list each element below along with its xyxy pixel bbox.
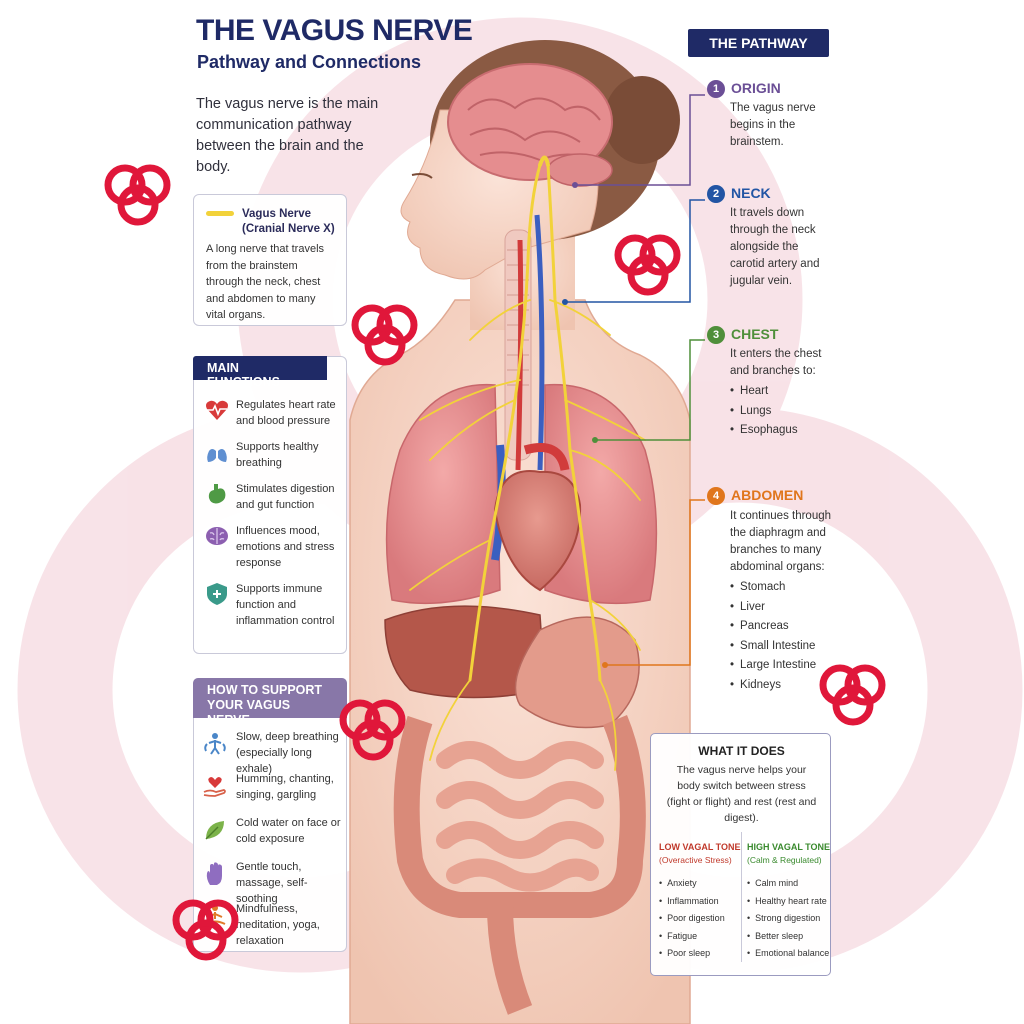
watermark-logo-icon — [351, 304, 418, 366]
list-item: Large Intestine — [730, 656, 816, 676]
support-text: Cold water on face or cold exposure — [236, 817, 341, 845]
list-item: Emotional balance — [747, 945, 833, 963]
page-title: THE VAGUS NERVE — [196, 14, 473, 47]
watermark-logo-icon — [339, 699, 406, 761]
support-text: Gentle touch, massage, self-soothing — [236, 861, 308, 905]
pathway-header: THE PATHWAY — [688, 29, 829, 57]
hand-icon — [206, 862, 222, 885]
low-vagal-tone-column: LOW VAGAL TONE (Overactive Stress) Anxie… — [659, 842, 745, 963]
list-item: Strong digestion — [747, 910, 833, 928]
what-it-does-card: WHAT IT DOES The vagus nerve helps your … — [650, 733, 831, 976]
high-tone-title: HIGH VAGAL TONE — [747, 842, 831, 852]
step-text-abdomen: It continues through the diaphragm and b… — [730, 510, 832, 573]
vagus-legend-name: Vagus Nerve (Cranial Nerve X) — [242, 207, 335, 237]
shield-icon — [207, 583, 227, 605]
vagus-legend-name-line2: (Cranial Nerve X) — [242, 223, 335, 235]
breathing-person-icon — [204, 733, 226, 755]
page-subtitle: Pathway and Connections — [197, 52, 422, 72]
brain-icon — [206, 527, 228, 545]
list-item: Esophagus — [730, 421, 798, 441]
step-number: 3 — [707, 326, 725, 344]
heart-pulse-icon — [206, 400, 228, 420]
head-illustration — [400, 40, 680, 280]
list-item: Fatigue — [659, 928, 745, 946]
function-text: Stimulates digestion and gut function — [236, 483, 335, 511]
low-tone-list: Anxiety Inflammation Poor digestion Fati… — [659, 875, 745, 963]
vagus-legend-name-line1: Vagus Nerve — [242, 208, 312, 220]
watermark-logo-icon — [104, 164, 171, 226]
step-text-origin: The vagus nerve begins in the brainstem. — [730, 102, 816, 148]
support-header: HOW TO SUPPORT YOUR VAGUS NERVE — [193, 678, 347, 727]
step-title-origin: ORIGIN — [731, 80, 781, 96]
list-item: Heart — [730, 382, 798, 402]
chest-organ-list: Heart Lungs Esophagus — [730, 382, 798, 441]
list-item: Calm mind — [747, 875, 833, 893]
lungs-icon — [207, 443, 227, 462]
vagus-nerve-path — [409, 155, 646, 771]
function-text: Regulates heart rate and blood pressure — [236, 399, 336, 427]
what-it-does-title: WHAT IT DOES — [698, 744, 785, 758]
high-tone-list: Calm mind Healthy heart rate Strong dige… — [747, 875, 833, 963]
support-text: Slow, deep breathing (especially long ex… — [236, 731, 339, 775]
list-item: Stomach — [730, 578, 816, 598]
what-it-does-description: The vagus nerve helps your body switch b… — [666, 764, 817, 824]
list-item: Lungs — [730, 402, 798, 422]
main-functions-card: MAIN FUNCTIONS Regulates heart rate and … — [193, 356, 347, 654]
list-item: Anxiety — [659, 875, 745, 893]
support-text: Mindfulness, meditation, yoga, relaxatio… — [236, 903, 320, 947]
low-tone-title: LOW VAGAL TONE — [659, 842, 741, 852]
step-title-neck: NECK — [731, 185, 771, 201]
main-functions-header: MAIN FUNCTIONS — [193, 356, 327, 389]
function-text: Supports healthy breathing — [236, 441, 319, 469]
list-item: Pancreas — [730, 617, 816, 637]
step-title-chest: CHEST — [731, 326, 779, 342]
step-text-neck: It travels down through the neck alongsi… — [730, 207, 820, 287]
list-item: Poor sleep — [659, 945, 745, 963]
step-title-abdomen: ABDOMEN — [731, 487, 804, 503]
step-number: 1 — [707, 80, 725, 98]
list-item: Healthy heart rate — [747, 893, 833, 911]
heart-illustration — [493, 470, 582, 592]
function-text: Influences mood, emotions and stress res… — [236, 525, 335, 569]
list-item: Liver — [730, 598, 816, 618]
step-number: 4 — [707, 487, 725, 505]
heart-hand-icon — [203, 777, 226, 797]
step-number: 2 — [707, 185, 725, 203]
vagus-legend-card: Vagus Nerve (Cranial Nerve X) A long ner… — [193, 194, 347, 326]
low-tone-subtitle: (Overactive Stress) — [659, 855, 732, 865]
abdominal-organ-list: Stomach Liver Pancreas Small Intestine L… — [730, 578, 816, 695]
list-item: Poor digestion — [659, 910, 745, 928]
list-item: Small Intestine — [730, 637, 816, 657]
nerve-legend-swatch — [206, 211, 234, 216]
vagus-legend-description: A long nerve that travels from the brain… — [206, 243, 325, 321]
watermark-logo-icon — [819, 664, 886, 726]
function-text: Supports immune function and inflammatio… — [236, 583, 335, 627]
watermark-logo-icon — [172, 899, 239, 961]
stomach-icon — [208, 484, 226, 504]
intro-text: The vagus nerve is the main communicatio… — [196, 96, 379, 175]
leaf-icon — [205, 821, 224, 840]
high-tone-subtitle: (Calm & Regulated) — [747, 855, 822, 865]
list-item: Kidneys — [730, 676, 816, 696]
step-text-chest: It enters the chest and branches to: — [730, 348, 822, 377]
intestines-illustration — [393, 715, 646, 1015]
list-item: Inflammation — [659, 893, 745, 911]
list-item: Better sleep — [747, 928, 833, 946]
watermark-logo-icon — [614, 234, 681, 296]
high-vagal-tone-column: HIGH VAGAL TONE (Calm & Regulated) Calm … — [747, 842, 833, 963]
support-text: Humming, chanting, singing, gargling — [236, 773, 334, 801]
